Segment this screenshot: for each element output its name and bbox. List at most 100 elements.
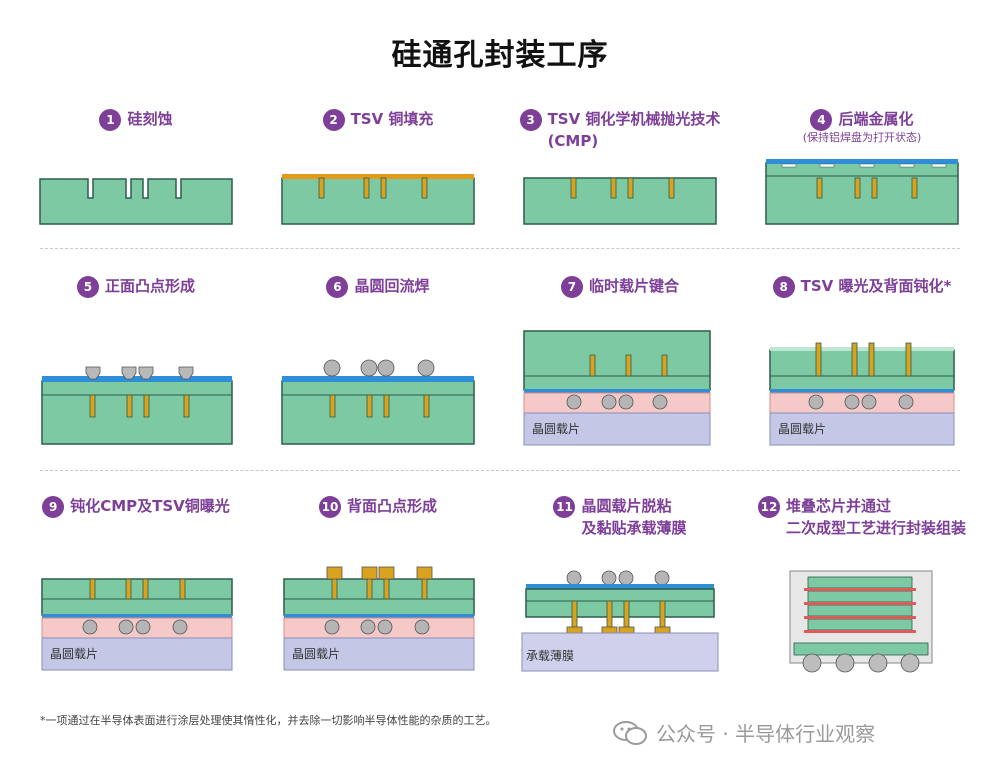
stacked-chip: [807, 576, 913, 589]
step-label: 晶圆载片脱粘 及黏贴承载薄膜: [581, 497, 687, 537]
tsv-copper: [661, 354, 668, 377]
copper-layer: [282, 174, 474, 179]
tsv-copper: [625, 354, 632, 377]
solder-ball: [324, 619, 340, 635]
solder-ball: [414, 619, 430, 635]
solder-ball: [844, 394, 860, 410]
step-4-diagram: [765, 159, 959, 225]
step-number-badge: 12: [757, 496, 780, 518]
solder-ball: [172, 619, 188, 635]
step-label: 背面凸点形成: [346, 497, 437, 515]
step-label: 钝化CMP及TSV铜曝光: [70, 497, 230, 515]
step-label: 临时载片键合: [588, 277, 679, 295]
metal-pad: [859, 163, 875, 168]
wafer-carrier: [769, 412, 955, 446]
carrier-film: [521, 632, 719, 672]
solder-ball: [898, 394, 914, 410]
carrier-label: 晶圆载片: [532, 422, 580, 436]
solder-ball: [360, 619, 376, 635]
tsv-copper: [126, 394, 133, 418]
tsv-copper: [606, 600, 613, 628]
solder-ball: [417, 359, 435, 377]
metal-layer: [526, 584, 714, 589]
tsv-copper: [331, 578, 338, 600]
tsv-copper: [623, 600, 630, 628]
bonding-adhesive: [523, 392, 711, 414]
solder-ball: [566, 394, 582, 410]
carrier-film-label: 承载薄膜: [526, 648, 574, 663]
solder-ball: [135, 619, 151, 635]
tsv-copper: [911, 177, 918, 199]
wafer-carrier: [283, 637, 475, 671]
step-number-badge: 9: [42, 496, 65, 518]
wafer-carrier: [41, 637, 233, 671]
step-label: 晶圆回流焊: [354, 277, 430, 295]
solder-ball: [377, 619, 393, 635]
interconnect-layer: [804, 630, 916, 633]
step-label: 后端金属化: [838, 110, 914, 128]
tsv-copper: [815, 342, 822, 377]
step-number-badge: 11: [553, 496, 576, 518]
tsv-copper: [421, 177, 428, 199]
back-bump: [326, 566, 343, 580]
silicon-wafer: [523, 330, 711, 391]
step-number-badge: 8: [772, 276, 795, 298]
metal-pad: [819, 163, 835, 168]
stacked-chip: [807, 618, 913, 631]
solder-ball: [377, 359, 395, 377]
page-title: 硅通孔封装工序: [391, 38, 609, 73]
solder-ball: [601, 570, 617, 586]
step-2-diagram: [281, 174, 475, 225]
wafer-carrier: [523, 412, 711, 446]
tsv-copper: [570, 177, 577, 199]
silicon-wafer: [769, 349, 955, 391]
tsv-copper: [659, 600, 666, 628]
metal-pad: [931, 163, 947, 168]
footnote: *一项通过在半导体表面进行涂层处理使其惰性化，并去除一切影响半导体性能的杂质的工…: [40, 714, 497, 727]
step-number-badge: 1: [99, 109, 122, 131]
tsv-copper: [589, 354, 596, 377]
step-label: TSV 铜填充: [350, 110, 434, 128]
metal-pad: [781, 163, 797, 168]
solder-ball: [618, 394, 634, 410]
step-6-diagram: [281, 359, 475, 445]
tsv-copper: [125, 578, 132, 600]
silicon-wafer: [39, 178, 233, 225]
silicon-wafer: [523, 177, 717, 225]
passivation-layer: [770, 347, 954, 351]
tsv-copper: [363, 177, 370, 199]
tsv-copper: [380, 177, 387, 199]
solder-ball: [323, 359, 341, 377]
solder-ball: [360, 359, 378, 377]
front-bump: [121, 366, 137, 380]
interconnect-layer: [804, 588, 916, 591]
metal-layer: [42, 376, 232, 382]
tsv-copper: [183, 394, 190, 418]
metal-layer: [282, 376, 474, 382]
row-divider: [40, 470, 960, 471]
solder-ball: [861, 394, 877, 410]
interconnect-layer: [804, 602, 916, 605]
tsv-copper: [610, 177, 617, 199]
front-bump: [178, 366, 194, 380]
tsv-copper: [143, 394, 150, 418]
stacked-chip: [807, 590, 913, 603]
tsv-copper: [318, 177, 325, 199]
tsv-copper: [868, 342, 875, 377]
silicon-wafer: [525, 588, 715, 618]
watermark-text: 公众号 · 半导体行业观察: [656, 722, 876, 746]
step-number-badge: 7: [560, 276, 583, 298]
step-5-diagram: [41, 366, 233, 445]
package-ball: [835, 653, 855, 673]
silicon-wafer: [765, 162, 959, 225]
tsv-copper: [854, 177, 861, 199]
